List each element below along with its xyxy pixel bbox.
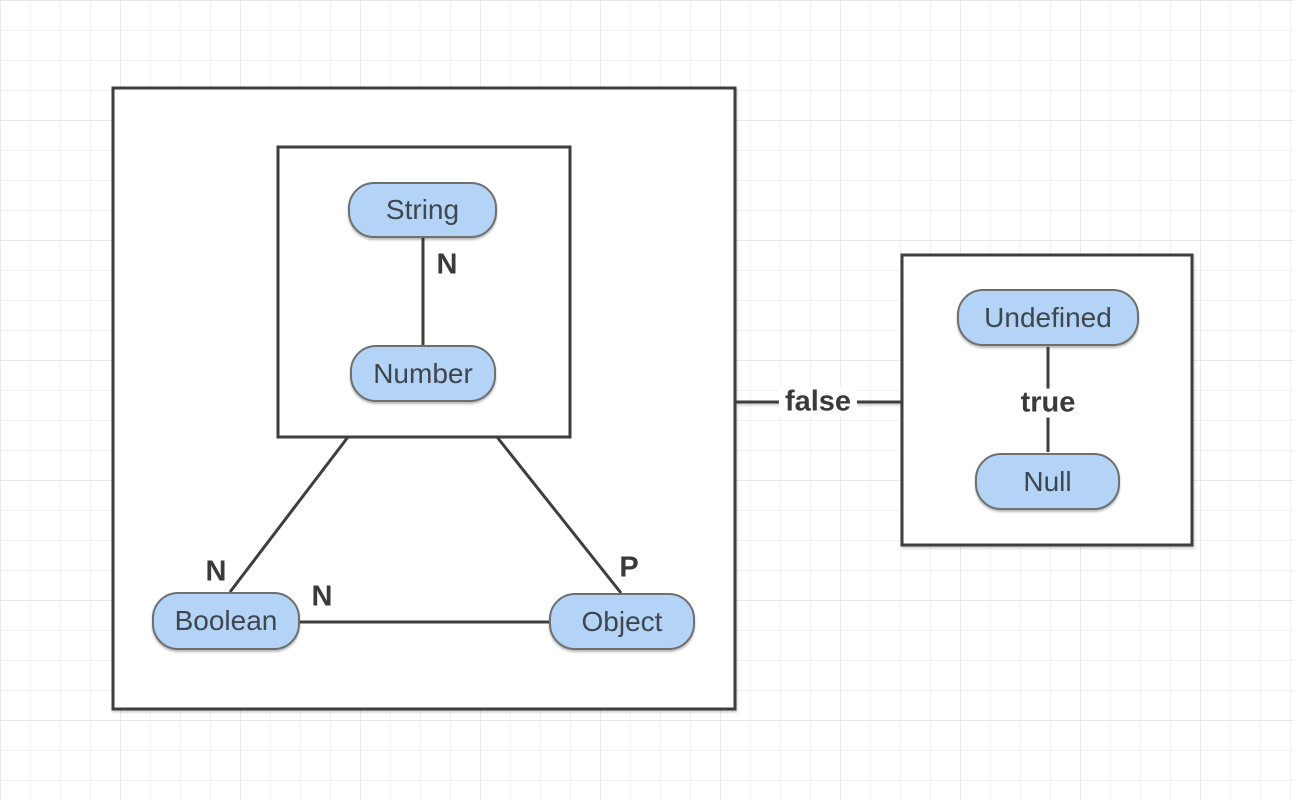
edge-group-boolean[interactable]: [228, 436, 350, 593]
node-string-label: String: [385, 194, 460, 225]
node-number-label: Number: [373, 357, 473, 389]
node-string[interactable]: String: [348, 182, 497, 238]
node-null-label: Null: [1023, 465, 1072, 497]
edge-label-boolean-object[interactable]: N: [311, 580, 333, 613]
node-object[interactable]: Object: [549, 593, 695, 650]
edge-label-undefined-null[interactable]: true: [1014, 388, 1082, 418]
edge-group-object[interactable]: [495, 436, 623, 594]
edge-label-outer-right[interactable]: false: [778, 387, 858, 417]
node-boolean-label: Boolean: [174, 605, 278, 636]
edge-label-group-boolean[interactable]: N: [205, 555, 227, 588]
node-object-label: Object: [581, 605, 663, 637]
edge-label-group-object[interactable]: P: [619, 551, 639, 584]
node-number[interactable]: Number: [350, 345, 496, 402]
node-boolean[interactable]: Boolean: [152, 592, 300, 650]
node-null[interactable]: Null: [975, 453, 1120, 510]
edge-label-string-number[interactable]: N: [436, 248, 458, 281]
node-undefined-label: Undefined: [984, 301, 1112, 333]
node-undefined[interactable]: Undefined: [957, 289, 1139, 346]
